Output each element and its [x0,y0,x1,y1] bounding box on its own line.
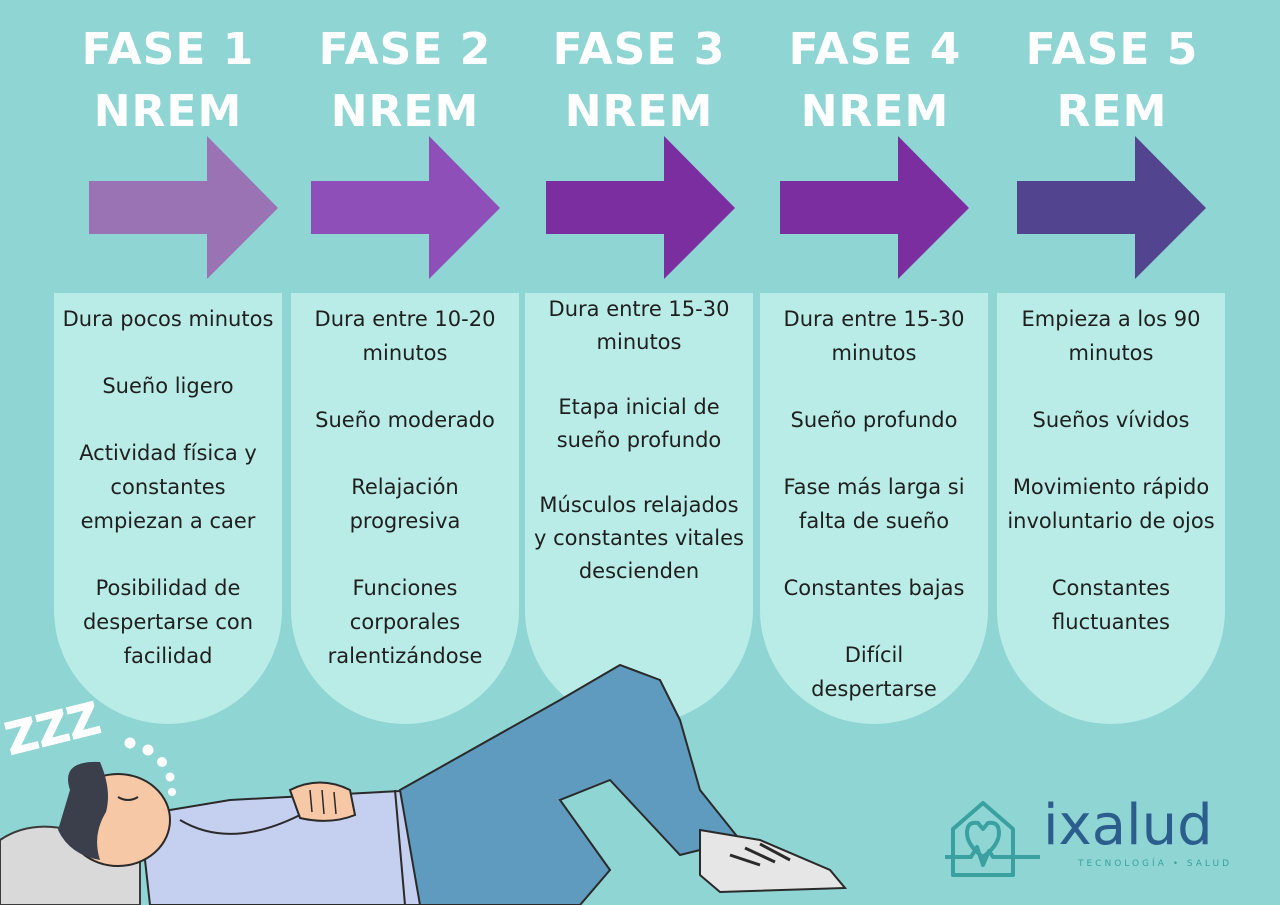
phase-item: Posibilidad de despertarse con facilidad [82,576,254,668]
brand-tagline: TECNOLOGÍA • SALUD [1078,859,1232,869]
phase-subtitle: NREM [93,86,243,137]
phase-subtitle: NREM [330,86,480,137]
phase-item: Difícil despertarse [811,643,937,701]
arrow-icon [89,136,278,279]
phase-item: Etapa inicial de sueño profundo [556,395,722,452]
phase-item: Relajación progresiva [349,475,461,533]
phase-5-card: Empieza a los 90 minutos Sueños vívidos … [997,293,1225,724]
phase-4-card: Dura entre 15-30 minutos Sueño profundo … [760,293,988,724]
phase-item: Constantes fluctuantes [1051,576,1171,634]
phase-subtitle: NREM [564,86,714,137]
phase-title: FASE 4 [788,24,962,75]
phase-item: Dura entre 15-30 minutos [548,297,730,354]
phase-2-card: Dura entre 10-20 minutos Sueño moderado … [291,293,519,724]
phase-item: Dura entre 15-30 minutos [783,307,965,365]
phase-item: Actividad física y constantes empiezan a… [79,441,257,533]
phase-item: Dura entre 10-20 minutos [314,307,496,365]
brand-name: ixalud [1043,793,1213,858]
phase-title: FASE 3 [552,24,726,75]
phase-1-card: Dura pocos minutos Sueño ligero Activida… [54,293,282,724]
phase-title: FASE 5 [1025,24,1199,75]
phase-subtitle: NREM [800,86,950,137]
house-heart-pulse-icon [945,801,1040,877]
phase-title: FASE 1 [81,24,255,75]
phase-item: Fase más larga si falta de sueño [783,475,965,533]
phase-3-card: Dura entre 15-30 minutos Etapa inicial d… [525,293,753,724]
phase-title: FASE 2 [318,24,492,75]
phase-item: Constantes bajas [783,576,965,600]
arrow-icon [546,136,735,279]
phase-item: Sueños vívidos [1032,408,1190,432]
phase-item: Músculos relajados y constantes vitales … [534,493,744,583]
phase-item: Funciones corporales ralentizándose [327,576,483,668]
phase-item: Sueño profundo [790,408,958,432]
arrow-icon [780,136,969,279]
arrow-icon [1017,136,1206,279]
phase-item: Sueño ligero [102,374,234,398]
phase-item: Sueño moderado [315,408,495,432]
svg-text:ZZZ: ZZZ [0,693,105,766]
phase-subtitle: REM [1056,86,1168,137]
phase-item: Empieza a los 90 minutos [1021,307,1201,365]
phase-item: Dura pocos minutos [62,307,274,331]
phase-item: Movimiento rápido involuntario de ojos [1007,475,1215,533]
arrow-icon [311,136,500,279]
sleeping-person-illustration: ZZZ [0,663,848,905]
